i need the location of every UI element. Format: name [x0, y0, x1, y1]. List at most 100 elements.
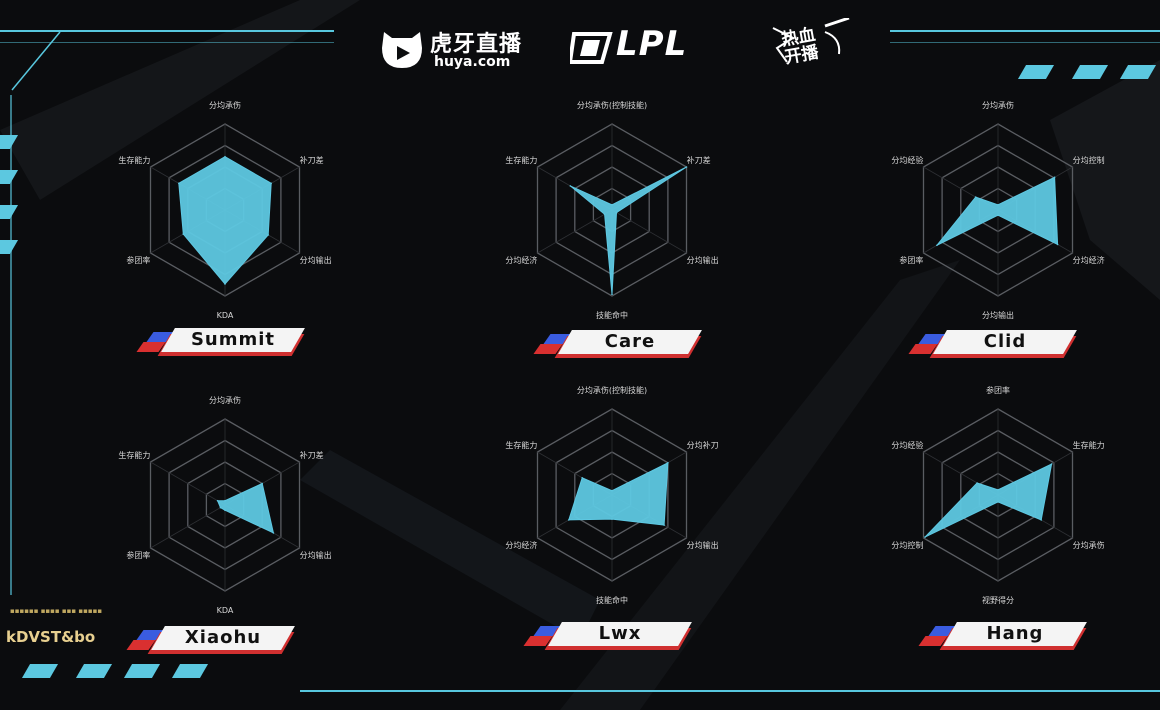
axis-label: 技能命中 — [596, 595, 628, 605]
data-point — [1056, 243, 1059, 246]
data-point — [261, 482, 263, 485]
data-point — [569, 185, 572, 187]
axis-label: 分均控制 — [891, 540, 923, 550]
data-point — [1053, 176, 1056, 179]
axis-label: 分均经济 — [505, 255, 537, 265]
data-point — [219, 506, 222, 509]
frame-top-left-line — [0, 30, 334, 32]
data-point — [976, 482, 978, 484]
axis-label: 分均承伤 — [209, 100, 241, 110]
deco-para-bl-2 — [75, 664, 113, 678]
data-point — [224, 509, 226, 511]
frame-top-right-line — [890, 30, 1160, 32]
data-point — [270, 182, 272, 185]
axis-label: 生存能力 — [505, 155, 537, 165]
deco-para-tr-3 — [1119, 65, 1157, 79]
deco-para-tr-2 — [1071, 65, 1109, 79]
axis-label: 视野得分 — [982, 595, 1014, 605]
huya-logo-text: 虎牙直播 — [430, 32, 523, 57]
player-plate-care: Care — [533, 330, 705, 358]
left-edge-stripe-3 — [0, 205, 19, 219]
lpl-emblem-icon — [570, 32, 613, 64]
huya-logo: 虎牙直播 huya.com — [378, 24, 548, 72]
axis-label: 分均承伤 — [1073, 540, 1105, 550]
axis-label: KDA — [217, 311, 234, 320]
lpl-logo-text: LPL — [616, 24, 688, 64]
data-point — [685, 166, 688, 168]
axis-label: 分均承伤(控制技能) — [577, 100, 647, 110]
axis-label: 补刀差 — [300, 155, 324, 165]
axis-label: 分均经验 — [891, 155, 923, 165]
data-area — [178, 156, 272, 285]
data-point — [568, 519, 570, 521]
frame-top-right-line-2 — [890, 42, 1160, 43]
data-point — [611, 204, 613, 206]
data-area — [936, 176, 1059, 246]
axis-label: 参团率 — [986, 385, 1010, 395]
data-point — [272, 532, 275, 534]
player-plate-hang: Hang — [918, 622, 1090, 650]
data-point — [224, 155, 226, 158]
deco-para-bl-1 — [21, 664, 59, 678]
axis-label: 生存能力 — [1073, 440, 1105, 450]
data-point — [581, 477, 583, 479]
player-plate-xiaohu: Xiaohu — [126, 626, 298, 654]
data-point — [997, 204, 999, 206]
axis-label: 生存能力 — [505, 440, 537, 450]
axis-label: 分均输出 — [687, 540, 719, 550]
data-area — [568, 461, 669, 526]
overlay-scroll-text: kDVST&bo — [6, 628, 96, 646]
deco-para-bl-3 — [123, 664, 161, 678]
axis-label: 补刀差 — [300, 450, 324, 460]
data-point — [1050, 463, 1053, 465]
header-logos: 虎牙直播 huya.com LPL 热血开播 — [370, 18, 870, 78]
data-point — [178, 182, 180, 185]
player-plate-clid: Clid — [908, 330, 1080, 358]
axis-label: 分均补刀 — [687, 440, 719, 450]
data-point — [997, 214, 999, 216]
grid-spoke — [150, 504, 226, 549]
data-area — [924, 463, 1053, 538]
data-point — [924, 536, 926, 538]
frame-bottom-line — [300, 690, 1160, 692]
axis-label: 参团率 — [126, 255, 150, 265]
data-point — [267, 234, 269, 236]
data-area — [569, 166, 687, 295]
player-name: Clid — [983, 331, 1027, 352]
rebo-logo: 热血开播 — [765, 18, 855, 78]
player-name: Xiaohu — [184, 627, 262, 648]
player-plate-summit: Summit — [136, 328, 308, 356]
data-point — [974, 196, 977, 198]
data-point — [615, 211, 618, 214]
huya-tiger-icon — [382, 32, 422, 68]
player-plate-lwx: Lwx — [523, 622, 695, 650]
data-point — [224, 283, 226, 285]
frame-top-left-line-2 — [0, 42, 334, 43]
player-name: Summit — [190, 329, 276, 350]
axis-label: 分均输出 — [687, 255, 719, 265]
grid-spoke — [537, 209, 613, 254]
axis-label: 分均承伤 — [209, 395, 241, 405]
data-point — [997, 489, 999, 491]
deco-para-bl-4 — [171, 664, 209, 678]
data-point — [182, 233, 185, 235]
axis-label: 分均经济 — [505, 540, 537, 550]
data-point — [611, 489, 613, 492]
player-name: Care — [604, 331, 656, 352]
rebo-wok-icon — [772, 18, 850, 63]
deco-para-tr-1 — [1017, 65, 1055, 79]
left-edge-stripe-4 — [0, 240, 19, 254]
player-name: Hang — [986, 623, 1044, 644]
data-point — [667, 462, 669, 464]
axis-label: KDA — [217, 606, 234, 615]
axis-label: 分均输出 — [982, 310, 1014, 320]
axis-label: 参团率 — [126, 550, 150, 560]
axis-label: 分均承伤 — [982, 100, 1014, 110]
data-point — [603, 213, 606, 216]
